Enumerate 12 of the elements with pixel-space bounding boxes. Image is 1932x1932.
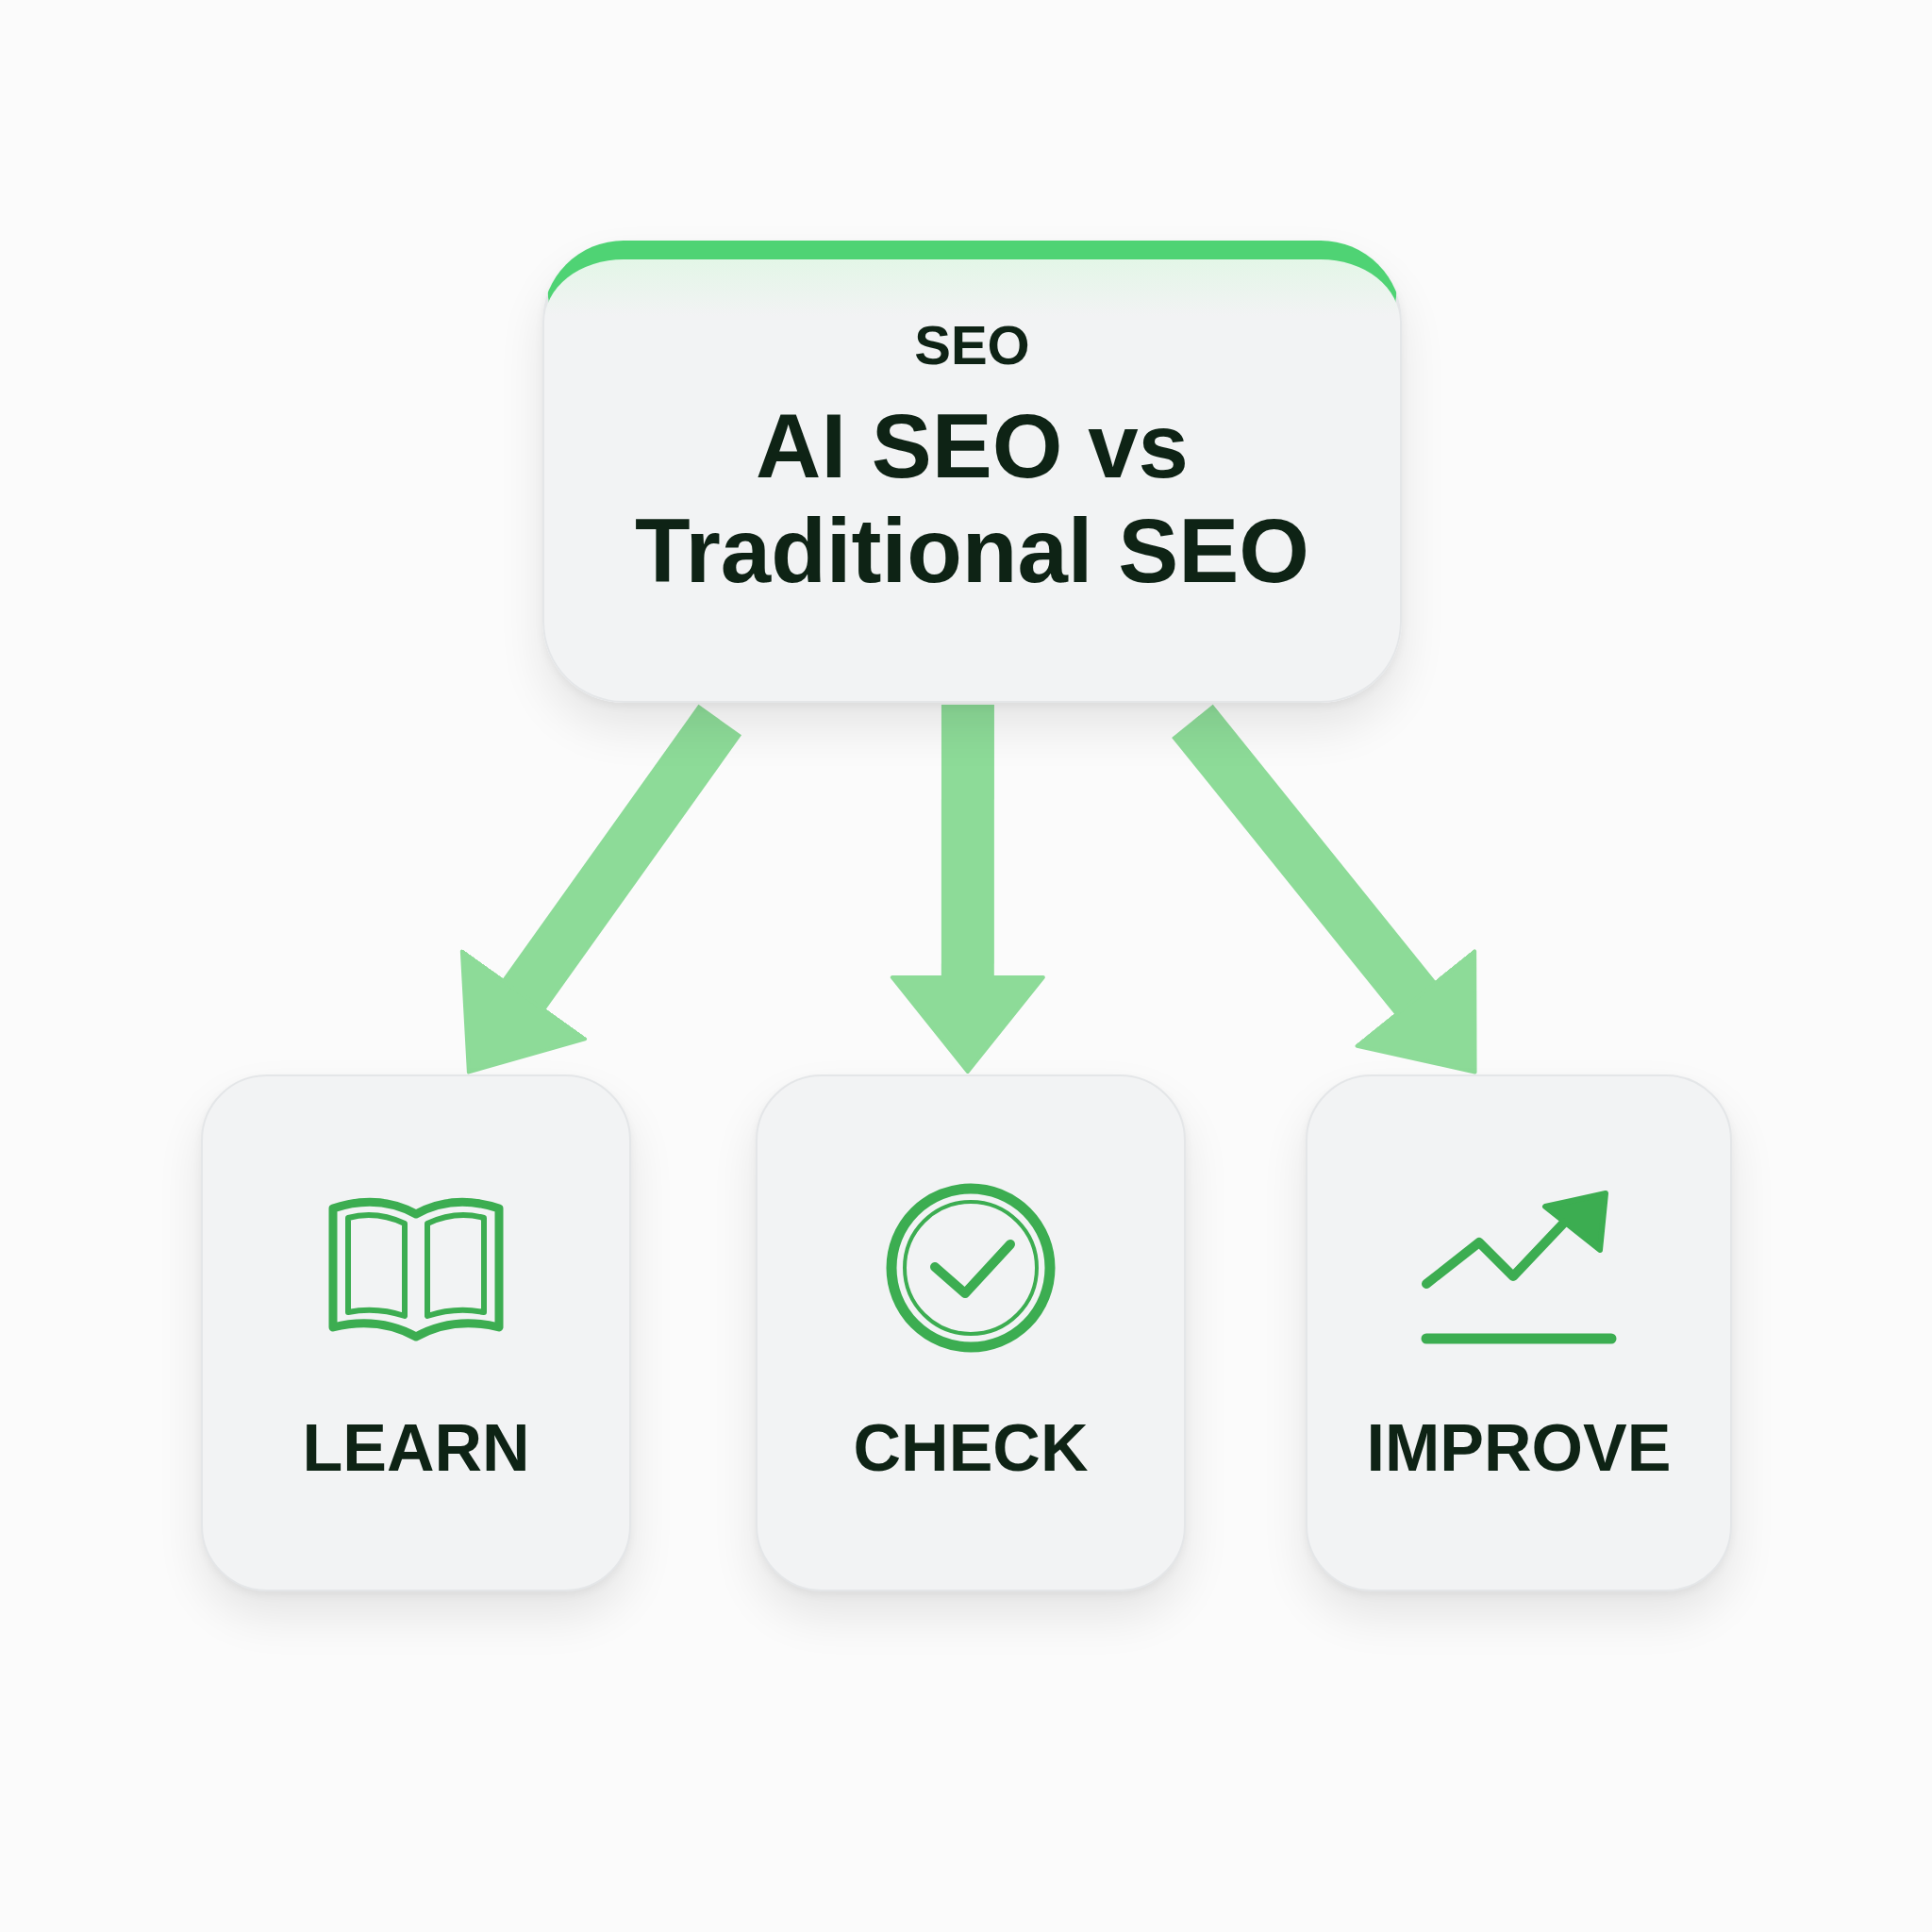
title-card bbox=[542, 241, 1402, 703]
arrow bbox=[1172, 704, 1477, 1074]
arrow bbox=[890, 704, 1045, 1074]
title-text: AI SEO vs Traditional SEO bbox=[634, 394, 1310, 603]
arrow bbox=[459, 704, 741, 1074]
step-card bbox=[1306, 1074, 1732, 1591]
card-label: IMPROVE bbox=[1365, 1410, 1673, 1486]
card-label: CHECK bbox=[852, 1410, 1090, 1486]
step-card bbox=[756, 1074, 1186, 1591]
card-label: LEARN bbox=[301, 1410, 531, 1486]
step-card bbox=[201, 1074, 631, 1591]
subtitle-text: SEO bbox=[913, 314, 1031, 376]
